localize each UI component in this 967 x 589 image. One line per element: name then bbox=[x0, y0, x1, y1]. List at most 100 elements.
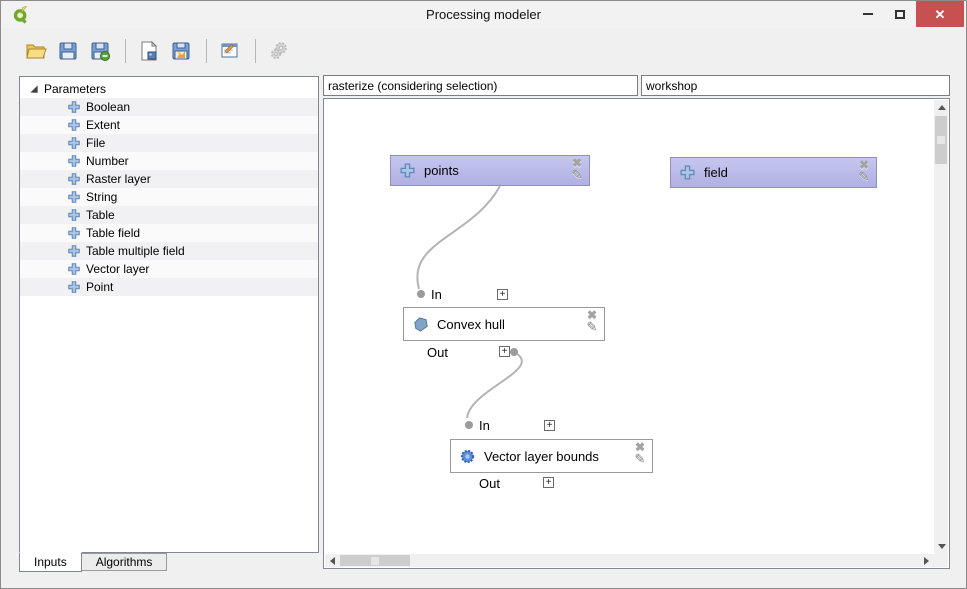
add-parameter-icon bbox=[68, 227, 80, 239]
model-group-input[interactable] bbox=[641, 75, 950, 96]
convex-hull-out-expander[interactable]: + bbox=[499, 346, 510, 357]
tab-algorithms[interactable]: Algorithms bbox=[81, 553, 168, 571]
add-parameter-icon bbox=[68, 245, 80, 257]
toolbar-separator bbox=[255, 38, 256, 63]
in-anchor-dot bbox=[417, 290, 425, 298]
maximize-icon bbox=[895, 9, 905, 19]
minimize-button[interactable] bbox=[852, 1, 884, 27]
add-parameter-icon bbox=[68, 191, 80, 203]
close-button[interactable]: ✕ bbox=[916, 1, 964, 27]
edit-node-icon[interactable]: ✎ bbox=[634, 451, 646, 466]
vertical-scrollbar[interactable] bbox=[934, 100, 948, 554]
tree-children: Boolean Extent File Number Raster layer … bbox=[20, 98, 318, 296]
tab-inputs[interactable]: Inputs bbox=[19, 552, 82, 572]
add-parameter-icon bbox=[68, 281, 80, 293]
scroll-up-icon[interactable] bbox=[938, 105, 946, 110]
title-bar[interactable]: Processing modeler ✕ bbox=[1, 1, 966, 28]
node-algorithm-convex-hull[interactable]: Convex hull ✖ ✎ bbox=[403, 307, 605, 341]
tree-item-table-field[interactable]: Table field bbox=[20, 224, 318, 242]
toolbar bbox=[1, 28, 966, 73]
connection-curves bbox=[416, 185, 523, 429]
out-anchor-dot bbox=[510, 348, 518, 356]
node-input-field[interactable]: field ✖ ✎ bbox=[670, 157, 877, 188]
delete-node-icon[interactable]: ✖ bbox=[571, 156, 583, 170]
convex-hull-in-label: In bbox=[431, 287, 442, 302]
edit-node-icon[interactable]: ✎ bbox=[586, 319, 598, 334]
tree-item-parameters[interactable]: Parameters bbox=[20, 80, 318, 98]
convex-hull-in-expander[interactable]: + bbox=[497, 289, 508, 300]
qgis-logo-icon bbox=[13, 5, 28, 24]
node-label: points bbox=[424, 163, 459, 178]
open-folder-icon bbox=[26, 44, 47, 58]
horizontal-scrollbar-thumb[interactable] bbox=[340, 555, 410, 566]
tree-item-raster-layer[interactable]: Raster layer bbox=[20, 170, 318, 188]
tree-item-table-multiple-field[interactable]: Table multiple field bbox=[20, 242, 318, 260]
run-model-button[interactable] bbox=[264, 36, 294, 66]
close-icon: ✕ bbox=[934, 6, 946, 22]
tree-root-label: Parameters bbox=[44, 82, 107, 96]
maximize-button[interactable] bbox=[884, 1, 916, 27]
inputs-panel: Parameters Boolean Extent File Number Ra… bbox=[19, 76, 319, 553]
tree-item-boolean[interactable]: Boolean bbox=[20, 98, 318, 116]
save-as-floppy-icon bbox=[91, 42, 110, 61]
window-title: Processing modeler bbox=[426, 7, 541, 22]
node-label: Convex hull bbox=[437, 316, 505, 332]
vector-bounds-in-label: In bbox=[479, 418, 490, 433]
vector-layer-bounds-icon bbox=[460, 449, 475, 463]
scrollbar-corner bbox=[934, 554, 948, 567]
edit-node-icon[interactable]: ✎ bbox=[858, 169, 870, 184]
export-python-icon bbox=[172, 42, 190, 59]
edit-help-icon bbox=[221, 43, 238, 57]
vector-bounds-out-label: Out bbox=[479, 476, 500, 491]
run-gears-icon bbox=[271, 41, 287, 59]
tree-item-vector-layer[interactable]: Vector layer bbox=[20, 260, 318, 278]
minimize-icon bbox=[863, 13, 873, 15]
tree-item-table[interactable]: Table bbox=[20, 206, 318, 224]
save-model-button[interactable] bbox=[53, 36, 83, 66]
horizontal-scrollbar[interactable] bbox=[325, 554, 934, 567]
scroll-down-icon[interactable] bbox=[938, 544, 946, 549]
vector-bounds-out-expander[interactable]: + bbox=[543, 477, 554, 488]
save-model-as-button[interactable] bbox=[85, 36, 115, 66]
thumb-grip bbox=[371, 556, 379, 565]
add-parameter-icon bbox=[68, 137, 80, 149]
node-label: field bbox=[704, 165, 728, 180]
scroll-left-icon[interactable] bbox=[330, 557, 335, 565]
tree-item-file[interactable]: File bbox=[20, 134, 318, 152]
vertical-scrollbar-thumb[interactable] bbox=[935, 116, 947, 164]
delete-node-icon[interactable]: ✖ bbox=[858, 158, 870, 172]
tree-item-number[interactable]: Number bbox=[20, 152, 318, 170]
export-model-as-python-button[interactable] bbox=[166, 36, 196, 66]
edit-model-help-button[interactable] bbox=[215, 36, 245, 66]
scroll-right-icon[interactable] bbox=[924, 557, 929, 565]
node-algorithm-vector-layer-bounds[interactable]: Vector layer bounds ✖ ✎ bbox=[450, 439, 653, 473]
tree-item-string[interactable]: String bbox=[20, 188, 318, 206]
add-parameter-icon bbox=[68, 263, 80, 275]
add-parameter-icon bbox=[68, 209, 80, 221]
tree-item-point[interactable]: Point bbox=[20, 278, 318, 296]
toolbar-separator bbox=[125, 38, 126, 63]
node-label: Vector layer bounds bbox=[484, 448, 599, 464]
node-input-points[interactable]: points ✖ ✎ bbox=[390, 155, 590, 186]
add-parameter-icon bbox=[68, 173, 80, 185]
save-floppy-icon bbox=[59, 42, 77, 59]
model-name-input[interactable] bbox=[323, 75, 638, 96]
add-parameter-icon bbox=[400, 163, 415, 178]
in-anchor-dot bbox=[465, 421, 473, 429]
convex-hull-icon bbox=[414, 316, 428, 332]
model-canvas[interactable]: points ✖ ✎ field ✖ ✎ In + Convex hull ✖ … bbox=[323, 98, 950, 569]
export-model-as-image-button[interactable] bbox=[134, 36, 164, 66]
convex-hull-out-label: Out bbox=[427, 345, 448, 360]
panel-tabs: Inputs Algorithms bbox=[19, 552, 168, 572]
add-parameter-icon bbox=[68, 119, 80, 131]
vector-bounds-in-expander[interactable]: + bbox=[544, 420, 555, 431]
delete-node-icon[interactable]: ✖ bbox=[586, 308, 598, 322]
export-image-icon bbox=[141, 40, 158, 60]
open-model-button[interactable] bbox=[21, 36, 51, 66]
toolbar-separator bbox=[206, 38, 207, 63]
tree-item-extent[interactable]: Extent bbox=[20, 116, 318, 134]
add-parameter-icon bbox=[68, 155, 80, 167]
delete-node-icon[interactable]: ✖ bbox=[634, 440, 646, 454]
edit-node-icon[interactable]: ✎ bbox=[571, 167, 583, 182]
